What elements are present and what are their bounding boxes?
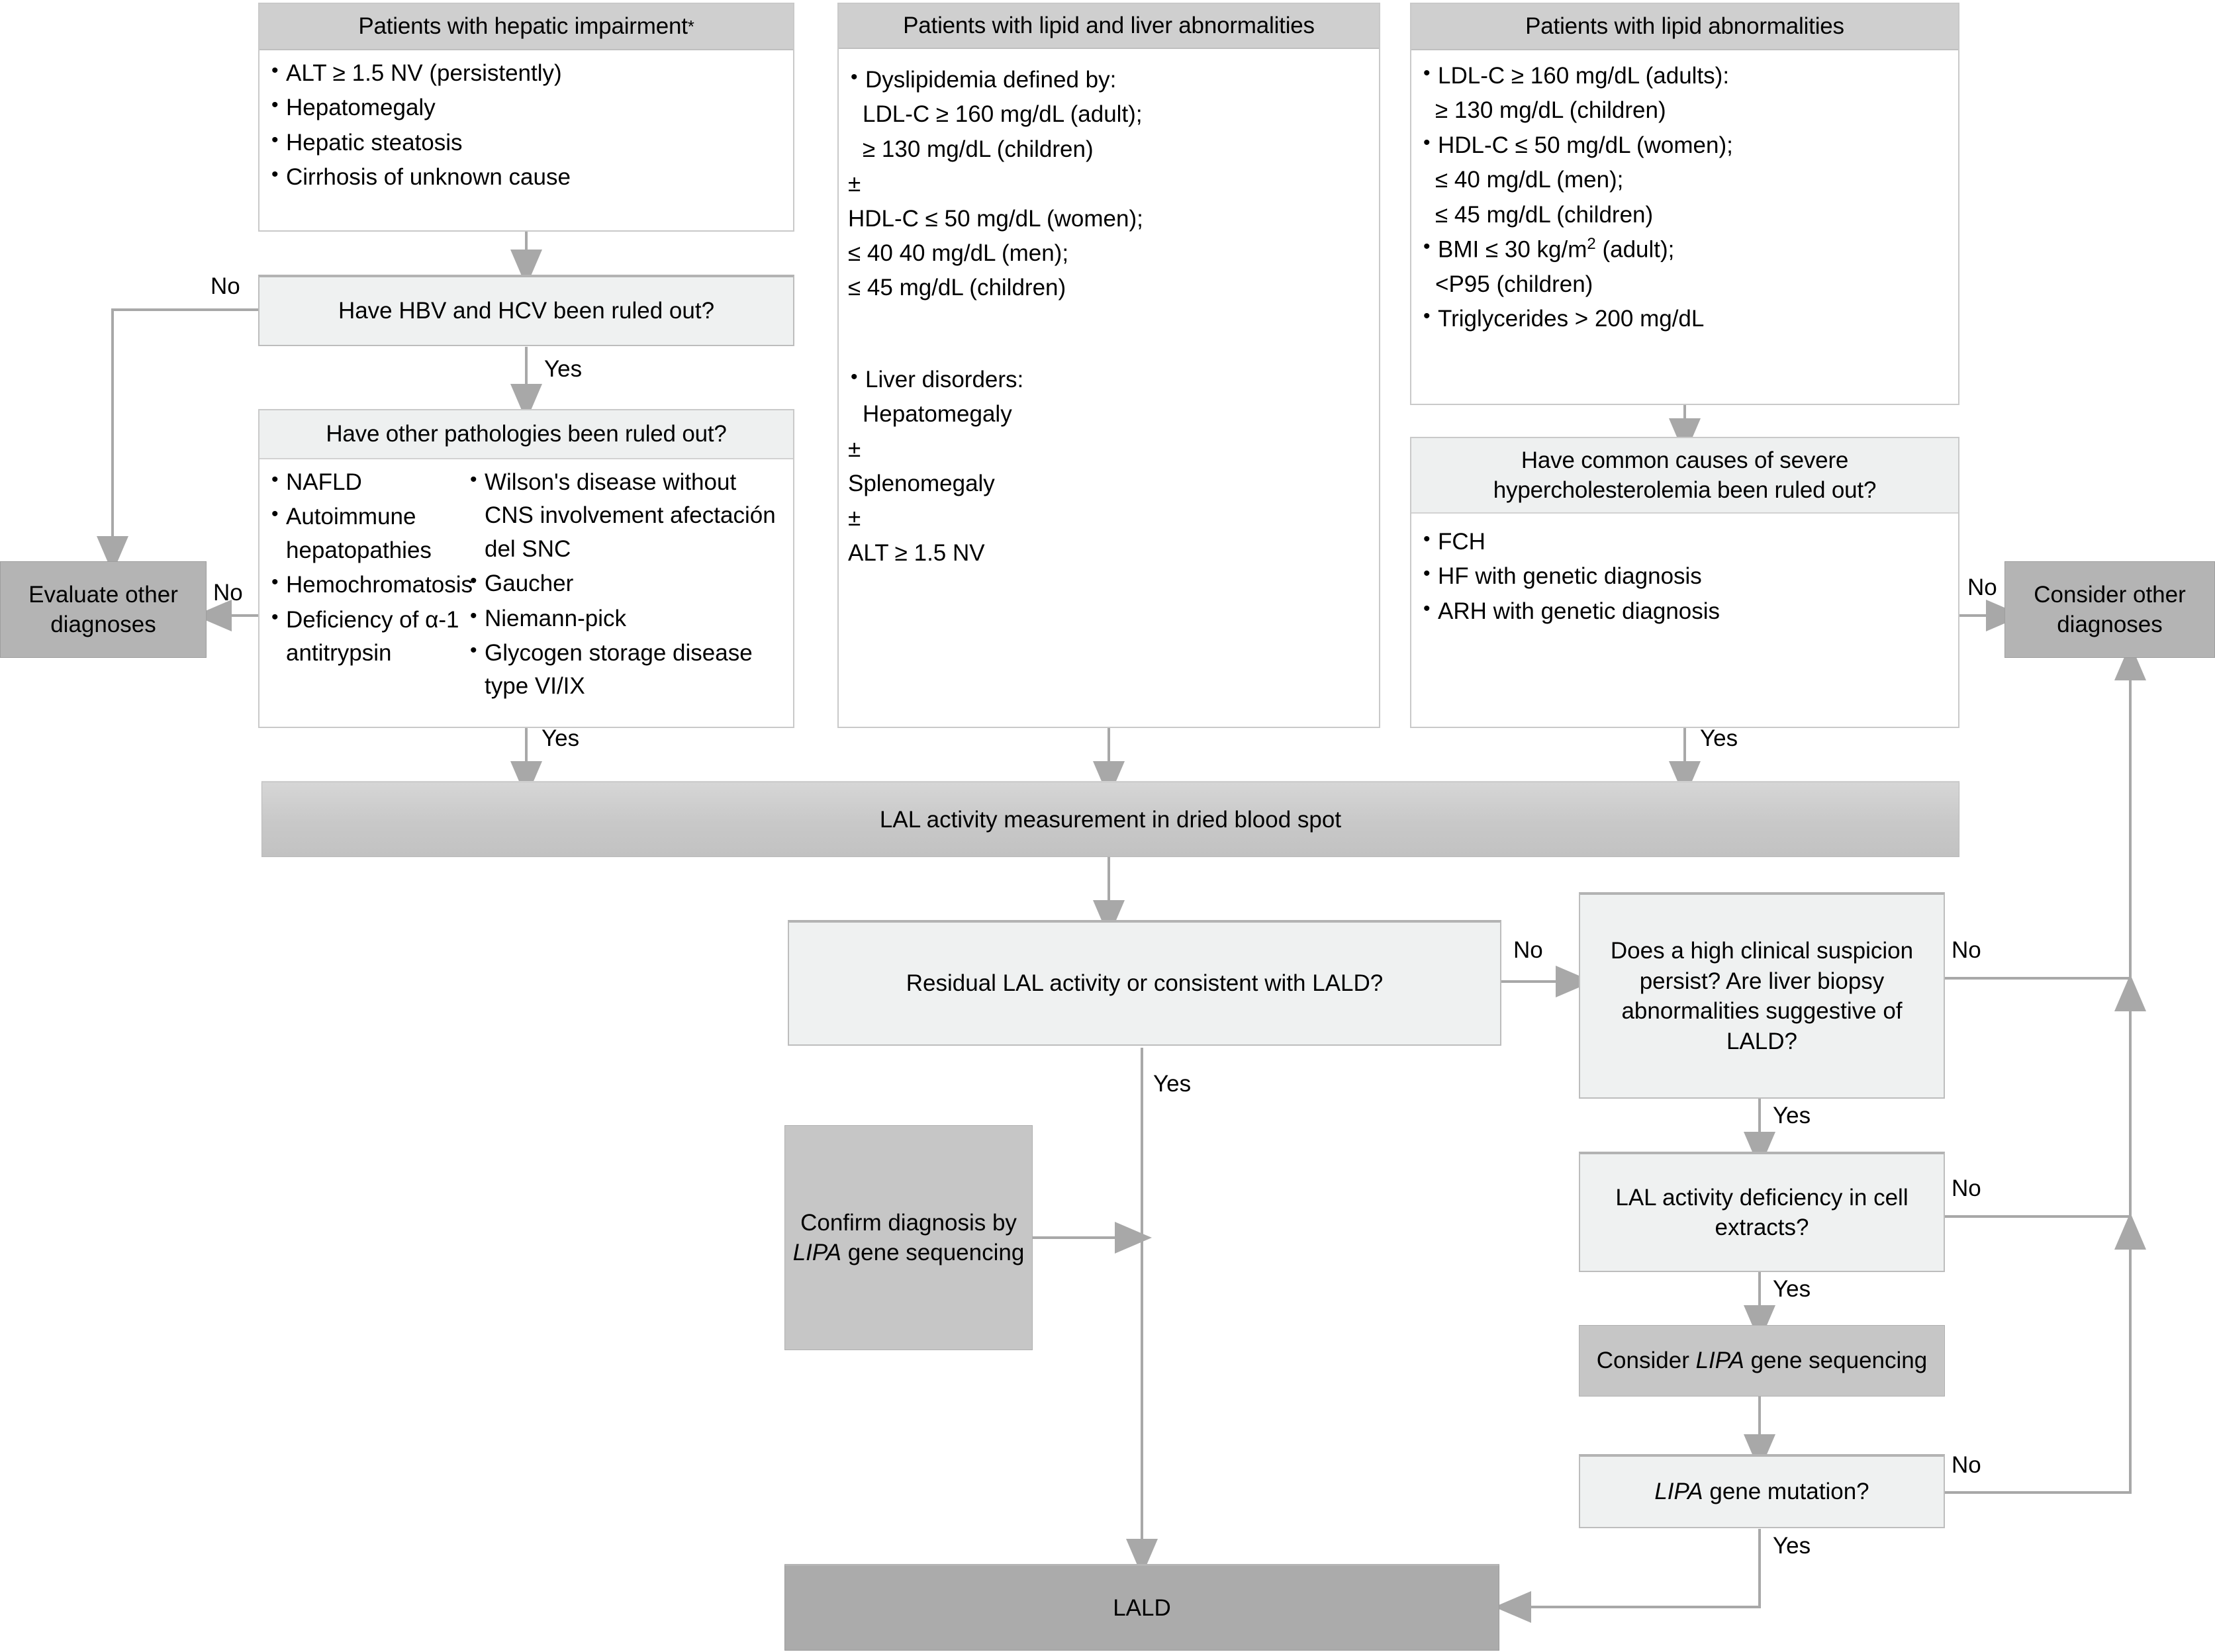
edge-label-extracts-no: No [1952, 1175, 1981, 1201]
box-consider-lipa-sequencing[interactable]: Consider LIPA gene sequencing [1579, 1325, 1945, 1397]
list-item: Hepatomegaly [269, 91, 784, 124]
list-item: Hepatic steatosis [269, 126, 784, 160]
asterisk-marker: * [687, 16, 694, 36]
box-lipa-mutation-question[interactable]: LIPA gene mutation? [1579, 1454, 1945, 1528]
box-hbv-hcv-question[interactable]: Have HBV and HCV been ruled out? [258, 275, 794, 346]
lipa-mutation-text: LIPA gene mutation? [1654, 1477, 1869, 1507]
hepatic-impairment-list: ALT ≥ 1.5 NV (persistently) Hepatomegaly… [269, 56, 784, 195]
box-lipid-abnormalities: Patients with lipid abnormalities LDL-C … [1410, 3, 1959, 405]
box-common-causes-title: Have common causes of severe hypercholes… [1411, 438, 1958, 514]
box-lipid-and-liver-body: Dyslipidemia defined by: LDL-C ≥ 160 mg/… [839, 49, 1379, 575]
box-evaluate-other-diagnoses[interactable]: Evaluate other diagnoses [0, 561, 207, 658]
box-confirm-diagnosis[interactable]: Confirm diagnosis by LIPA gene sequencin… [784, 1125, 1033, 1350]
text-line: ≤ 45 mg/dL (children) [848, 275, 1066, 301]
superscript-2: 2 [1587, 234, 1596, 253]
list-item: Glycogen storage disease type VI/IX [467, 636, 784, 704]
pathologies-column-left: NAFLD Autoimmune hepatopathies Hemochrom… [269, 465, 473, 705]
list-item: Hemochromatosis [269, 568, 473, 602]
box-lipid-and-liver-title: Patients with lipid and liver abnormalit… [839, 4, 1379, 49]
box-residual-lal-question[interactable]: Residual LAL activity or consistent with… [788, 920, 1501, 1046]
box-other-pathologies-title: Have other pathologies been ruled out? [259, 410, 793, 459]
edge-label-mutation-yes: Yes [1773, 1533, 1811, 1559]
box-consider-other-diagnoses[interactable]: Consider other diagnoses [2004, 561, 2215, 658]
text-line: HDL-C ≤ 50 mg/dL (women); [1421, 128, 1949, 162]
text-line: ≤ 40 mg/dL (men); [1435, 167, 1624, 193]
text-post: gene sequencing [841, 1240, 1025, 1265]
list-item: Niemann-pick [467, 602, 784, 635]
consider-lipa-text: Consider LIPA gene sequencing [1597, 1346, 1927, 1376]
edge-label-common-yes: Yes [1700, 725, 1738, 751]
list-item: Autoimmune hepatopathies [269, 500, 467, 567]
box-high-suspicion-question[interactable]: Does a high clinical suspicion persist? … [1579, 892, 1945, 1099]
list-item: Gaucher [467, 567, 784, 600]
title-text: Patients with hepatic impairment [358, 13, 688, 39]
text-line: ≥ 130 mg/dL (children) [1435, 97, 1666, 124]
box-hepatic-impairment-body: ALT ≥ 1.5 NV (persistently) Hepatomegaly… [259, 50, 793, 200]
spacer [848, 306, 1370, 363]
list-item: ARH with genetic diagnosis [1421, 594, 1949, 628]
list-item-alpha1: Deficiency of α-1 antitrypsin [269, 603, 467, 670]
pathologies-column-right: Wilson's disease without CNS involvement… [467, 465, 784, 705]
text-pre: Confirm diagnosis by [800, 1209, 1017, 1236]
text-line: LDL-C ≥ 160 mg/dL (adults): [1421, 59, 1949, 93]
text-line-bmi: BMI ≤ 30 kg/m2 (adult); [1421, 232, 1949, 267]
common-causes-list: FCH HF with genetic diagnosis ARH with g… [1421, 525, 1949, 628]
edge-label-hbv-yes: Yes [544, 356, 583, 382]
box-other-pathologies-body: NAFLD Autoimmune hepatopathies Hemochrom… [259, 459, 793, 709]
text-line: HDL-C ≤ 50 mg/dL (women); [848, 205, 1143, 232]
list-item: ALT ≥ 1.5 NV (persistently) [269, 56, 784, 90]
box-cell-extracts-question[interactable]: LAL activity deficiency in cell extracts… [1579, 1152, 1945, 1272]
text-line: ≥ 130 mg/dL (children) [863, 136, 1094, 162]
edge-label-residual-yes: Yes [1153, 1071, 1192, 1097]
text-line: Liver disorders: [848, 363, 1370, 396]
bar-lald-outcome: LALD [784, 1564, 1499, 1651]
text-post: gene mutation? [1703, 1479, 1869, 1505]
confirm-diagnosis-text: Confirm diagnosis by LIPA gene sequencin… [792, 1208, 1025, 1268]
text-line: ALT ≥ 1.5 NV [848, 539, 985, 566]
text-line: Triglycerides > 200 mg/dL [1421, 302, 1949, 336]
list-item: NAFLD [269, 465, 467, 499]
text-line: ± [848, 505, 861, 531]
text-line: Dyslipidemia defined by: [848, 63, 1370, 97]
two-column-list: NAFLD Autoimmune hepatopathies Hemochrom… [269, 465, 784, 705]
edge-label-suspicion-no: No [1952, 937, 1981, 963]
text-line: ≤ 45 mg/dL (children) [1435, 201, 1654, 228]
box-lipid-abnormalities-body: LDL-C ≥ 160 mg/dL (adults): ≥ 130 mg/dL … [1411, 50, 1958, 342]
edge-label-pathologies-yes: Yes [542, 725, 580, 751]
text-line: <P95 (children) [1435, 271, 1593, 297]
box-lipid-and-liver: Patients with lipid and liver abnormalit… [837, 3, 1380, 728]
list-item: Wilson's disease without CNS involvement… [467, 465, 784, 566]
edge-label-extracts-yes: Yes [1773, 1276, 1811, 1302]
text-line: ± [848, 171, 861, 197]
box-hepatic-impairment-title: Patients with hepatic impairment* [259, 4, 793, 50]
box-common-causes-body: FCH HF with genetic diagnosis ARH with g… [1411, 514, 1958, 633]
bar-lal-activity-measurement: LAL activity measurement in dried blood … [261, 781, 1959, 857]
edge-label-hbv-no: No [211, 273, 240, 299]
box-other-pathologies: Have other pathologies been ruled out? N… [258, 409, 794, 728]
edge-label-mutation-no: No [1952, 1452, 1981, 1478]
list-item: FCH [1421, 525, 1949, 559]
text-line: Splenomegaly [848, 470, 995, 496]
list-item: Cirrhosis of unknown cause [269, 160, 784, 194]
text-line: ≤ 40 40 mg/dL (men); [848, 240, 1069, 266]
text-line: ± [848, 436, 861, 462]
list-item: HF with genetic diagnosis [1421, 559, 1949, 593]
edge-label-suspicion-yes: Yes [1773, 1103, 1811, 1128]
box-lipid-abnormalities-title: Patients with lipid abnormalities [1411, 4, 1958, 50]
text-line: LDL-C ≥ 160 mg/dL (adult); [863, 101, 1143, 128]
gene-name: LIPA [792, 1240, 841, 1265]
box-hepatic-impairment: Patients with hepatic impairment* ALT ≥ … [258, 3, 794, 232]
edge-label-common-no: No [1967, 574, 1997, 600]
gene-name: LIPA [1695, 1348, 1744, 1374]
box-common-causes: Have common causes of severe hypercholes… [1410, 437, 1959, 728]
text-post: gene sequencing [1744, 1348, 1928, 1374]
text-pre: Consider [1596, 1348, 1696, 1374]
edge-label-pathologies-no: No [213, 580, 243, 606]
edge-label-residual-no: No [1513, 937, 1543, 963]
text-line: Hepatomegaly [863, 401, 1012, 428]
gene-name: LIPA [1654, 1479, 1703, 1505]
